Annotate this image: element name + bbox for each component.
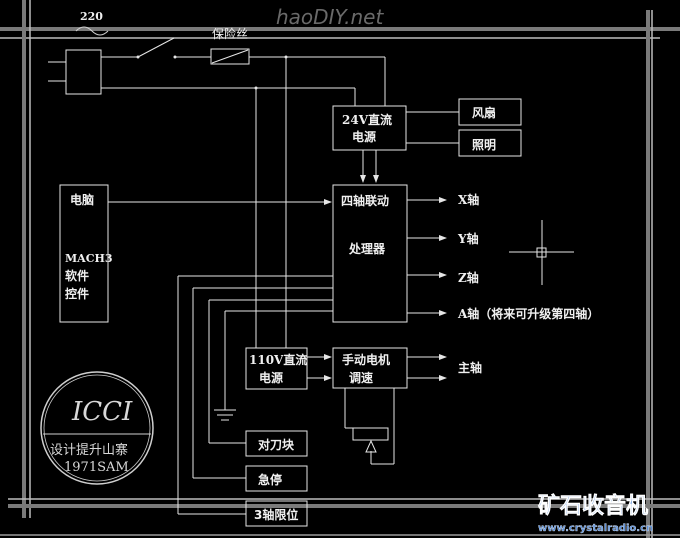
logo-line1: 设计提升山寨 [50,442,128,458]
estop-box [245,465,308,492]
wires [48,37,459,515]
fan-label: 风扇 [472,105,496,120]
tool-setter-label: 对刀块 [258,437,295,452]
power-input-label: 220 [80,10,103,23]
watermark-title: 矿石收音机 [538,493,648,519]
logo-stamp: ICCI 设计提升山寨 1971SAM [40,371,154,485]
psu-24v-line1: 24V直流 [342,112,392,127]
axis-y-label: Y轴 [457,231,479,246]
estop-label: 急停 [258,472,282,487]
junction-dot [254,86,258,90]
switch-contact [136,55,140,59]
fuse-label: 保险丝 [212,26,248,41]
psu-24v-line2: 电源 [352,129,376,144]
motor-speed-line1: 手动电机 [342,352,390,367]
spindle-label: 主轴 [458,360,482,375]
potentiometer-icon [352,427,389,453]
controller-line1: 四轴联动 [341,193,389,208]
ground-icon [214,409,236,421]
lighting-box [458,129,522,157]
fuse-symbol [210,48,250,65]
limits-box [245,500,308,527]
ac-wave-icon [75,26,109,36]
motor-speed-box [332,347,408,389]
controller-box [332,184,408,323]
crosshair-cursor-icon[interactable] [509,220,574,285]
psu-110v-box [245,347,308,390]
lighting-label: 照明 [472,137,496,152]
axis-x-label: X轴 [458,192,479,207]
psu-110v-line1: 110V直流 [249,352,307,367]
logo-mark: ICCI [71,397,133,427]
logo-line2: 1971SAM [64,460,129,475]
computer-software-line2: 软件 [65,268,89,283]
motor-speed-line2: 调速 [349,370,373,385]
computer-box [59,184,109,323]
fan-box [458,98,522,126]
controller-line2: 处理器 [348,241,386,256]
computer-software: MACH3 [65,252,113,265]
tool-setter-box [245,430,308,457]
watermark-crystalradio: 矿石收音机 www.crystalradio.cn [538,493,654,534]
watermark-url: www.crystalradio.cn [538,523,653,534]
psu-24v-box [332,105,407,151]
psu-110v-line2: 电源 [259,370,283,385]
limits-label: 3轴限位 [254,507,298,522]
computer-title: 电脑 [70,192,94,207]
axis-a-label: A轴（将来可升级第四轴） [457,306,599,321]
switch-contact [173,55,177,59]
axis-z-label: Z轴 [458,270,479,285]
watermark-top: haoDIY.net [276,5,384,29]
junction-dot [284,55,288,59]
computer-software-line3: 控件 [65,286,89,301]
